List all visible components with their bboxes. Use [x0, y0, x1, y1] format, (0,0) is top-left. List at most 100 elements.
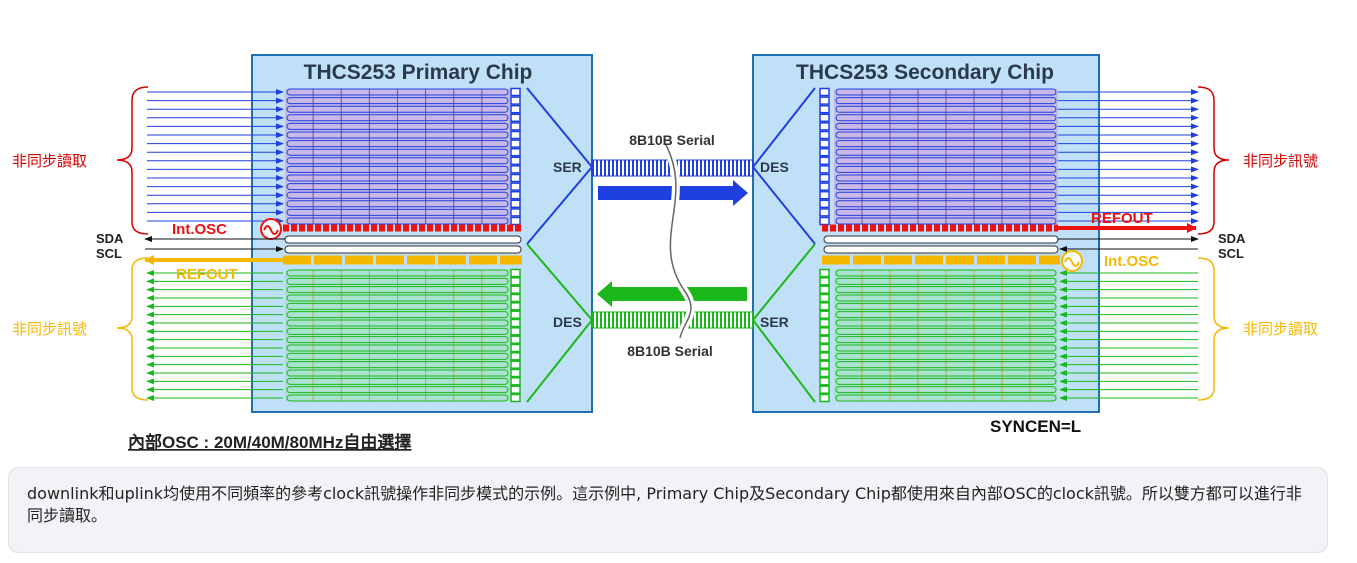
secondary-downlink-register [819, 122, 830, 131]
secondary-uplink-register [819, 277, 830, 286]
secondary-uplink-register [819, 368, 830, 378]
left-async-read-label: 非同步讀取 [12, 153, 87, 170]
primary-uplink-lane [286, 369, 509, 377]
primary-uplink-register [510, 343, 521, 353]
primary-downlink-lane [286, 131, 509, 139]
secondary-uplink-lane [835, 344, 1057, 352]
secondary-downlink-register [819, 113, 830, 123]
right-upper-brace [1197, 86, 1230, 235]
primary-uplink-register [510, 360, 521, 369]
caption-text: downlink和uplink均使用不同頻率的參考clock訊號操作非同步模式的… [27, 484, 1302, 525]
primary-uplink-register [510, 302, 521, 311]
secondary-uplink-lane [835, 302, 1057, 310]
secondary-sda-scl [823, 235, 1199, 254]
primary-downlink-lane [286, 88, 509, 96]
primary-osc-wave-icon [263, 225, 279, 235]
primary-downlink-register [510, 113, 521, 123]
secondary-uplink-register [819, 285, 830, 294]
left-lower-brace [116, 257, 149, 401]
primary-des-funnel [526, 243, 593, 403]
primary-downlink-lane [286, 148, 509, 156]
primary-downlink-lane [286, 122, 509, 130]
secondary-des-funnel [752, 87, 816, 245]
secondary-des-label: DES [760, 159, 789, 175]
secondary-downlink-lane [835, 157, 1057, 165]
secondary-uplink-lane [835, 377, 1057, 385]
secondary-downlink-lane [835, 97, 1057, 105]
secondary-uplink-register [819, 385, 830, 394]
primary-uplink-lane [286, 386, 509, 394]
primary-downlink-lane [286, 208, 509, 216]
serial-label-bottom: 8B10B Serial [627, 343, 713, 359]
primary-uplink-register [510, 377, 521, 386]
secondary-downlink-lane [835, 140, 1057, 148]
secondary-uplink-lane [835, 277, 1057, 285]
primary-downlink-register [510, 199, 521, 209]
primary-downlink-register [510, 173, 521, 183]
secondary-downlink-register [819, 139, 830, 148]
secondary-uplink-register [819, 318, 830, 328]
right-sda-label: SDA [1218, 231, 1246, 246]
primary-chip-title: THCS253 Primary Chip [304, 61, 533, 84]
primary-downlink-lane [286, 191, 509, 199]
primary-uplink-lane [286, 277, 509, 285]
primary-uplink-lane [286, 361, 509, 369]
secondary-downlink-lane [835, 165, 1057, 173]
left-sda-label: SDA [96, 231, 124, 246]
secondary-uplink-register [819, 343, 830, 353]
right-io-lines [1058, 89, 1199, 401]
right-async-read-label: 非同步讀取 [1243, 321, 1318, 338]
secondary-uplink-lane [835, 361, 1057, 369]
primary-ser-label: SER [553, 159, 582, 175]
primary-uplink-lane [286, 394, 509, 402]
secondary-downlink-lane [835, 208, 1057, 216]
secondary-downlink-register [819, 130, 830, 140]
secondary-uplink-lane [835, 319, 1057, 327]
primary-uplink-lane [286, 302, 509, 310]
secondary-downlink-register [819, 208, 830, 217]
caption-box: downlink和uplink均使用不同頻率的參考clock訊號操作非同步模式的… [8, 467, 1328, 553]
secondary-uplink-lane [835, 336, 1057, 344]
uplink-serial-bus [591, 311, 754, 329]
primary-uplink-register [510, 310, 521, 319]
primary-uplink-lane [286, 377, 509, 385]
primary-downlink-register [510, 96, 521, 105]
primary-uplink-register [510, 268, 521, 278]
secondary-downlink-lane [835, 191, 1057, 199]
primary-downlink-lane [286, 157, 509, 165]
primary-data-blocks [285, 87, 521, 403]
secondary-uplink-lane [835, 286, 1057, 294]
primary-int-osc-label: Int.OSC [172, 221, 227, 238]
primary-uplink-lane [286, 286, 509, 294]
secondary-uplink-lane [835, 386, 1057, 394]
primary-des-label: DES [553, 314, 582, 330]
uplink-direction-arrow [597, 281, 747, 307]
secondary-downlink-lane [835, 217, 1057, 225]
primary-downlink-lane [286, 165, 509, 173]
primary-downlink-lane [286, 105, 509, 113]
left-io-lines [146, 89, 284, 401]
primary-uplink-register [510, 385, 521, 394]
secondary-uplink-register [819, 268, 830, 278]
primary-refout-label: REFOUT [176, 266, 238, 283]
secondary-uplink-register [819, 352, 830, 361]
primary-downlink-lane [286, 183, 509, 191]
syncen-label: SYNCEN=L [990, 417, 1081, 436]
left-async-signal-label: 非同步訊號 [12, 321, 87, 338]
secondary-chip-title: THCS253 Secondary Chip [796, 61, 1054, 84]
primary-uplink-register [510, 285, 521, 294]
primary-downlink-register [510, 130, 521, 140]
right-async-signal-label: 非同步訊號 [1243, 153, 1318, 170]
primary-downlink-register [510, 139, 521, 148]
secondary-data-blocks [819, 87, 1058, 403]
secondary-downlink-lane [835, 114, 1057, 122]
serial-label-top: 8B10B Serial [629, 132, 715, 148]
primary-uplink-lane [286, 294, 509, 302]
secondary-int-osc-label: Int.OSC [1104, 253, 1159, 270]
primary-downlink-register [510, 147, 521, 157]
secondary-uplink-register [819, 360, 830, 369]
secondary-uplink-register [819, 302, 830, 311]
internal-osc-note: 內部OSC : 20M/40M/80MHz自由選擇 [128, 432, 411, 452]
secondary-uplink-register [819, 310, 830, 319]
secondary-downlink-register [819, 156, 830, 166]
